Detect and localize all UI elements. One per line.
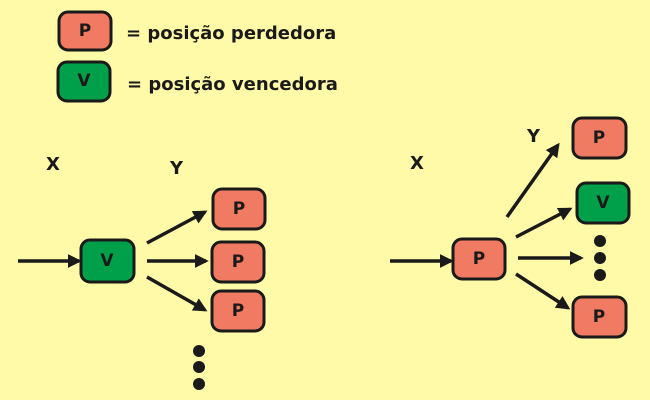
legend-text: = posição perdedora — [126, 23, 336, 44]
root-node-label: V — [100, 251, 114, 271]
root-node-label: P — [473, 249, 485, 269]
child-node-label: P — [233, 199, 245, 219]
ellipsis-dots — [193, 345, 205, 390]
child-node — [571, 116, 628, 160]
losing-node-swatch — [57, 10, 113, 52]
x-label: X — [46, 154, 60, 175]
ellipsis-dots — [594, 235, 606, 281]
legend-text: = posição vencedora — [127, 74, 338, 95]
child-node-label: V — [596, 193, 610, 213]
child-node-label: P — [593, 307, 605, 327]
root-node — [451, 237, 507, 281]
winning-node-swatch — [56, 60, 112, 103]
arrow — [146, 210, 208, 245]
left-diagram: X Y V P P P — [18, 154, 267, 390]
child-node — [571, 295, 628, 339]
arrow — [146, 275, 208, 312]
y-label: Y — [526, 126, 541, 147]
child-node-label: P — [232, 252, 244, 272]
right-diagram: X Y P P V P — [390, 116, 631, 339]
child-node — [211, 187, 267, 231]
child-node — [210, 289, 266, 333]
arrow — [515, 207, 573, 239]
arrow — [515, 272, 571, 310]
legend-losing: P = posição perdedora — [57, 10, 336, 52]
y-label: Y — [169, 158, 184, 179]
child-node — [210, 240, 266, 284]
x-label: X — [410, 153, 424, 174]
legend-winning: V = posição vencedora — [56, 60, 338, 103]
child-node-label: P — [593, 128, 605, 148]
legend-symbol: P — [79, 21, 91, 41]
root-node — [79, 238, 136, 284]
child-node-label: P — [232, 301, 244, 321]
child-node — [575, 181, 631, 225]
arrow — [505, 142, 560, 219]
legend-symbol: V — [77, 71, 91, 91]
